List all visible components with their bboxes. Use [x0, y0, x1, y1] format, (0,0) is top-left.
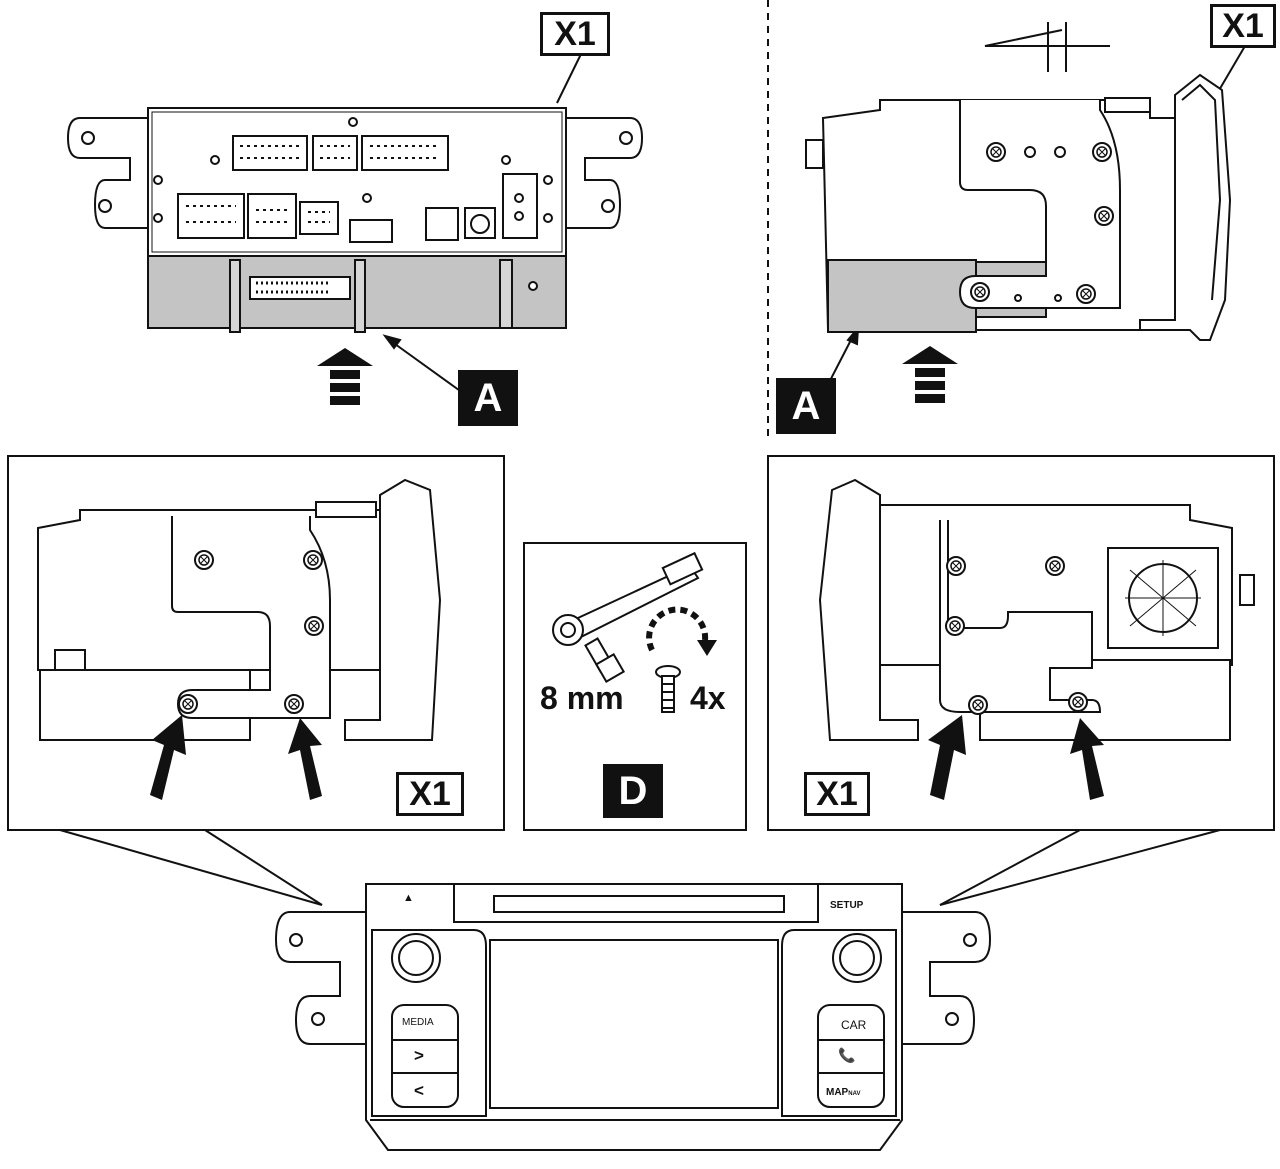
- callout-d: D: [603, 764, 663, 818]
- screw-position-arrow-icon: [928, 715, 1104, 800]
- prev-button[interactable]: <: [414, 1081, 424, 1100]
- push-arrow-icon: [902, 346, 958, 403]
- nav-label: NAV: [848, 1091, 861, 1097]
- x1-label-mid-right: X1: [804, 772, 870, 816]
- car-button[interactable]: CAR: [841, 1018, 867, 1032]
- screw-position-arrow-icon: [150, 715, 322, 800]
- map-label: MAP: [826, 1087, 849, 1098]
- x1-label-mid-left: X1: [396, 772, 464, 816]
- unit-side-view: [805, 73, 1232, 341]
- callout-lines: [59, 829, 1221, 906]
- screw-icon: [655, 665, 681, 713]
- setup-button[interactable]: SETUP: [830, 900, 864, 911]
- quantity-label: 4x: [690, 680, 726, 716]
- bracket-left-view: [37, 478, 442, 741]
- callout-a-left: A: [458, 370, 518, 426]
- unit-rear-view: [66, 107, 644, 333]
- rotate-arrow-icon: [646, 606, 709, 652]
- phone-icon[interactable]: 📞: [838, 1047, 856, 1063]
- media-button[interactable]: MEDIA: [402, 1017, 434, 1028]
- x1-label-top-left: X1: [540, 12, 610, 56]
- eject-icon[interactable]: ▲: [403, 892, 414, 904]
- map-nav-button[interactable]: MAPNAV: [826, 1087, 860, 1098]
- ratchet-wrench-icon: [552, 551, 704, 684]
- head-unit-front: [274, 883, 992, 1151]
- push-arrow-icon: [317, 348, 373, 405]
- callout-a-right: A: [776, 378, 836, 434]
- vehicle-direction-symbol: [984, 22, 1110, 72]
- next-button[interactable]: >: [414, 1046, 424, 1065]
- bracket-right-view: [818, 478, 1255, 741]
- socket-size-label: 8 mm: [540, 680, 624, 716]
- x1-label-top-right: X1: [1210, 4, 1276, 48]
